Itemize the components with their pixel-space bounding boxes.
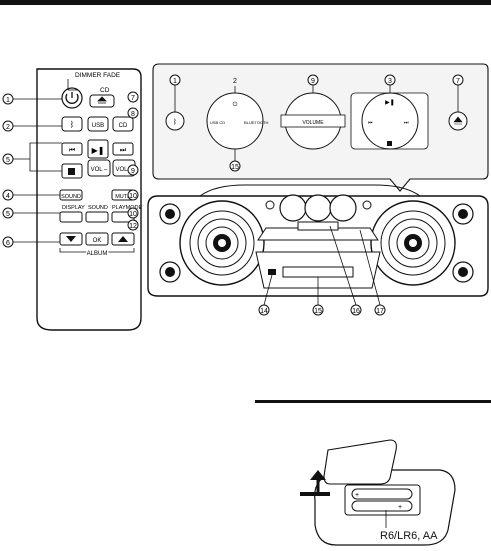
svg-text:2: 2 [233,78,237,85]
bluetooth-icon: ᛒ [173,118,177,126]
sound-effect-button[interactable] [85,211,109,223]
svg-text:16: 16 [352,308,360,315]
svg-text:14: 14 [260,308,268,315]
svg-text:1: 1 [173,78,177,85]
stop-icon [68,168,75,175]
battery-2 [351,500,413,512]
skip-back-button[interactable] [61,142,83,156]
volume-label: VOLUME [302,120,324,126]
top-callouts: 1 2 9 3 7 15 [169,74,464,172]
svg-text:15: 15 [231,164,239,171]
album-label: ALBUM [87,251,108,257]
svg-text:7: 7 [456,78,460,85]
svg-text:1: 1 [6,97,10,104]
usb-button[interactable] [87,116,109,132]
stop-icon [387,141,392,146]
svg-text:9: 9 [311,78,315,85]
play-pause-button[interactable] [87,139,109,159]
usb-cd-label: USB CD [210,120,225,125]
up-arrow-icon [118,236,128,242]
album-ok-button[interactable] [85,232,109,246]
usb-label: USB [92,123,104,129]
remote-callouts: 1 2 5 4 5 6 7 8 9 10 10 12 [2,91,139,248]
svg-text:15: 15 [314,308,322,315]
eject-icon [97,96,107,104]
dimmer-fade-label: DIMMER FADE [75,72,121,79]
svg-text:2: 2 [6,124,10,131]
svg-text:7: 7 [131,95,135,102]
battery-compartment: + + [300,439,456,546]
svg-text:12: 12 [129,223,137,230]
bluetooth-icon: ᛒ [70,120,75,129]
top-panel-detail: ᛒ ⏻ USB CD BLUETOOTH VOLUME ▶❚ ⏮ ⏭ 1 2 9… [152,63,489,192]
cd-button-label: CD [119,123,128,129]
cd-button[interactable] [112,116,134,132]
top-rule [0,0,491,5]
svg-text:6: 6 [6,240,10,247]
svg-text:4: 4 [6,193,10,200]
battery-cover [323,439,397,485]
down-arrow-icon [66,236,76,242]
svg-text:9: 9 [131,168,135,175]
svg-text:OK: OK [93,238,102,244]
battery-1 [351,488,413,500]
svg-text:5: 5 [6,157,10,164]
skip-forward-icon: ⏭ [404,120,409,126]
svg-text:10: 10 [129,193,137,200]
display-label: DISPLAY [62,205,85,211]
cd-label: CD [100,87,110,94]
play-pause-icon: ▶❚ [385,99,395,106]
display-button[interactable] [59,211,83,223]
plus-icon: + [355,492,359,499]
play-pause-icon: ▶❚ [92,146,105,155]
skip-forward-button[interactable] [112,142,134,156]
sound-button-label: SOUND [61,194,81,200]
vol-down-label: VOL – [91,167,108,173]
svg-text:ALBUM: ALBUM [87,251,108,257]
skip-back-icon: ⏮ [69,147,75,154]
skip-back-icon: ⏮ [368,120,373,126]
svg-text:8: 8 [131,111,135,118]
power-icon: ⏻ [233,101,238,108]
main-unit: 14 15 16 17 [147,184,489,316]
sound-label: SOUND [88,205,108,211]
disc-tray[interactable] [282,266,354,278]
plus-icon: + [398,504,402,511]
power-icon [65,92,79,104]
right-speaker [370,200,456,286]
vol-down-button[interactable] [87,159,111,177]
bluetooth-label: BLUETOOTH [244,120,268,125]
bluetooth-button[interactable] [61,116,83,132]
arrow-up-icon [310,470,326,480]
svg-text:10: 10 [129,211,137,218]
usb-port[interactable] [268,269,276,275]
main-unit-callouts: 14 15 16 17 [258,225,386,316]
section-rule [255,400,491,403]
playmode-label: PLAYMODE [112,205,142,211]
eject-icon [453,116,463,125]
remote-control: DIMMER FADE CD ᛒ USB CD ⏮ ▶❚ ⏭ VOL – VOL… [2,68,142,331]
svg-text:3: 3 [388,78,392,85]
mute-label: MUTE [115,194,131,200]
skip-forward-icon: ⏭ [120,147,127,154]
vol-up-label: VOL + [116,167,133,173]
left-speaker [179,200,265,286]
display-window [297,221,339,231]
svg-text:5: 5 [6,211,10,218]
battery-type-label: R6/LR6, AA [380,530,438,542]
svg-text:17: 17 [376,308,384,315]
